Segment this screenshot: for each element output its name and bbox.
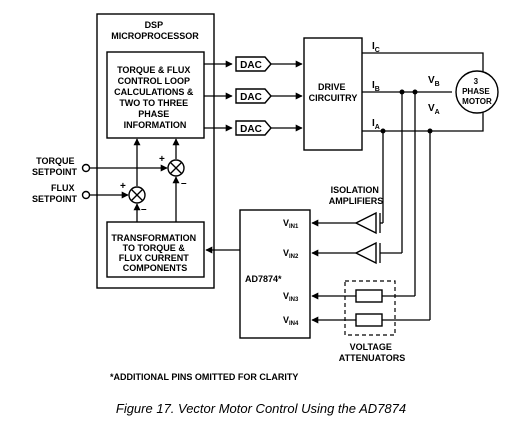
voltage-attenuators-enclosure [344, 280, 396, 336]
current-ib-label: IB [372, 80, 380, 93]
drive-circuitry-label: DRIVE CIRCUITRY [309, 82, 358, 103]
summing-junction-torque [167, 159, 185, 177]
junction-dot [380, 128, 386, 134]
drive-circuitry-block [303, 37, 363, 151]
svg-text:DAC: DAC [240, 60, 262, 71]
phase-a-line [362, 112, 484, 132]
transformation-label: TRANSFORMATION TO TORQUE & FLUX CURRENT … [111, 233, 198, 273]
summing-junction-flux [128, 186, 146, 204]
transformation-block [106, 221, 205, 278]
torque-flux-calculation-label: TORQUE & FLUX CONTROL LOOP CALCULATIONS … [114, 65, 196, 130]
torque-setpoint-terminal [81, 163, 91, 173]
voltage-vb-label: VB [428, 75, 440, 88]
junction-dot [412, 89, 418, 95]
voltage-attenuator-1 [355, 289, 383, 303]
minus-sign-torque: – [181, 178, 187, 189]
svg-text:DAC: DAC [240, 92, 262, 103]
minus-sign-flux: – [141, 204, 147, 215]
plus-sign-torque: + [159, 154, 165, 165]
flux-setpoint-terminal [81, 190, 91, 200]
junction-dot [399, 89, 405, 95]
svg-text:DAC: DAC [240, 124, 262, 135]
phase-c-line [362, 52, 484, 72]
dsp-title: DSP MICROPROCESSOR [111, 20, 199, 41]
voltage-va-label: VA [428, 103, 440, 116]
vin1-label: VIN1 [283, 218, 299, 230]
dac-2: DAC [235, 88, 272, 104]
isolation-amplifier-2 [311, 241, 402, 265]
vin3-label: VIN3 [283, 291, 299, 303]
figure-caption: Figure 17. Vector Motor Control Using th… [116, 401, 406, 416]
dac-1: DAC [235, 56, 272, 72]
flux-setpoint-label: FLUX SETPOINT [32, 183, 78, 204]
isolation-amplifiers-label: ISOLATION AMPLIFIERS [329, 185, 384, 206]
ad7874-label: AD7874* [245, 274, 282, 284]
torque-flux-calculation-block [106, 51, 205, 139]
junction-dot [427, 128, 433, 134]
plus-sign-flux: + [120, 181, 126, 192]
voltage-attenuator-2 [355, 313, 383, 327]
current-ic-label: IC [372, 41, 380, 54]
three-phase-motor [455, 70, 499, 114]
vin2-label: VIN2 [283, 248, 299, 260]
dac-3: DAC [235, 120, 272, 136]
current-ia-label: IA [372, 118, 380, 131]
ad7874-adc-block [239, 209, 311, 339]
motor-label: 3 PHASE MOTOR [462, 77, 492, 106]
torque-setpoint-label: TORQUE SETPOINT [32, 156, 78, 177]
isolation-amplifier-1 [311, 211, 383, 235]
vin4-label: VIN4 [283, 315, 299, 327]
footnote: *ADDITIONAL PINS OMITTED FOR CLARITY [110, 372, 298, 382]
voltage-attenuators-label: VOLTAGE ATTENUATORS [339, 342, 406, 363]
